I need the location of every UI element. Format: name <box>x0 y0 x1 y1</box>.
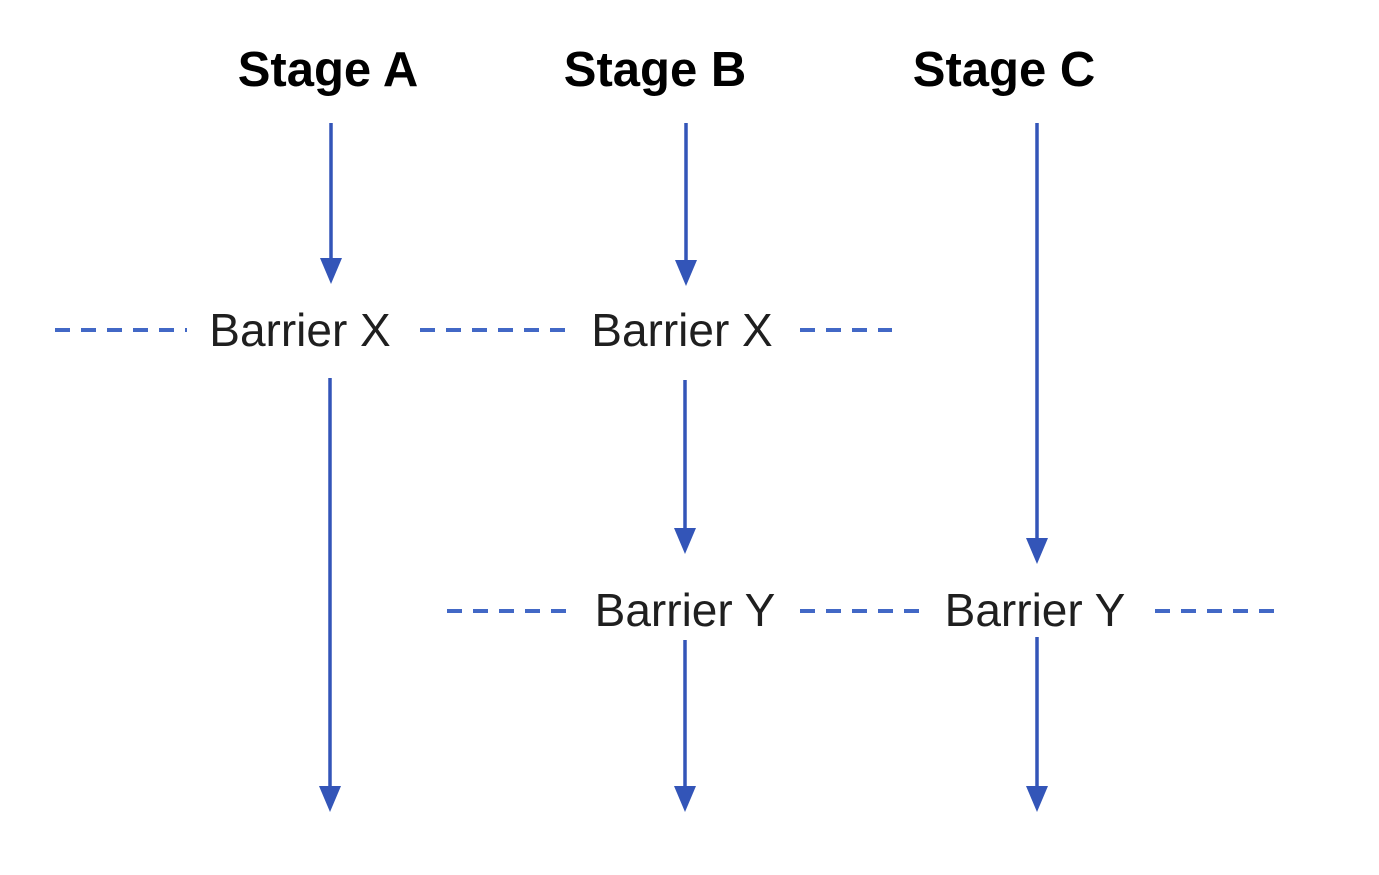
barrier-y-label-stage-b: Barrier Y <box>594 584 776 636</box>
barrier-y-label-stage-c: Barrier Y <box>944 584 1126 636</box>
stage-b-arrow-middle-head-icon <box>674 528 696 554</box>
stage-a-label: Stage A <box>237 43 419 97</box>
stage-c-arrow-top <box>1026 123 1048 564</box>
stage-b-arrow-middle <box>674 380 696 554</box>
stage-c-arrow-bottom-head-icon <box>1026 786 1048 812</box>
stage-c-label: Stage C <box>912 43 1096 97</box>
stage-a-arrow-top-head-icon <box>320 258 342 284</box>
stage-b-arrow-top-head-icon <box>675 260 697 286</box>
stage-a-arrow-bottom-head-icon <box>319 786 341 812</box>
stage-b-arrow-bottom-head-icon <box>674 786 696 812</box>
stage-b-arrow-bottom <box>674 640 696 812</box>
stage-c-arrow-top-head-icon <box>1026 538 1048 564</box>
stage-b-label: Stage B <box>563 43 747 97</box>
barrier-x-label-stage-b: Barrier X <box>591 304 773 356</box>
stage-a-arrow-bottom <box>319 378 341 812</box>
barrier-x-label-stage-a: Barrier X <box>209 304 391 356</box>
stage-b-arrow-top <box>675 123 697 286</box>
stage-a-arrow-top <box>320 123 342 284</box>
stage-c-arrow-bottom <box>1026 637 1048 812</box>
